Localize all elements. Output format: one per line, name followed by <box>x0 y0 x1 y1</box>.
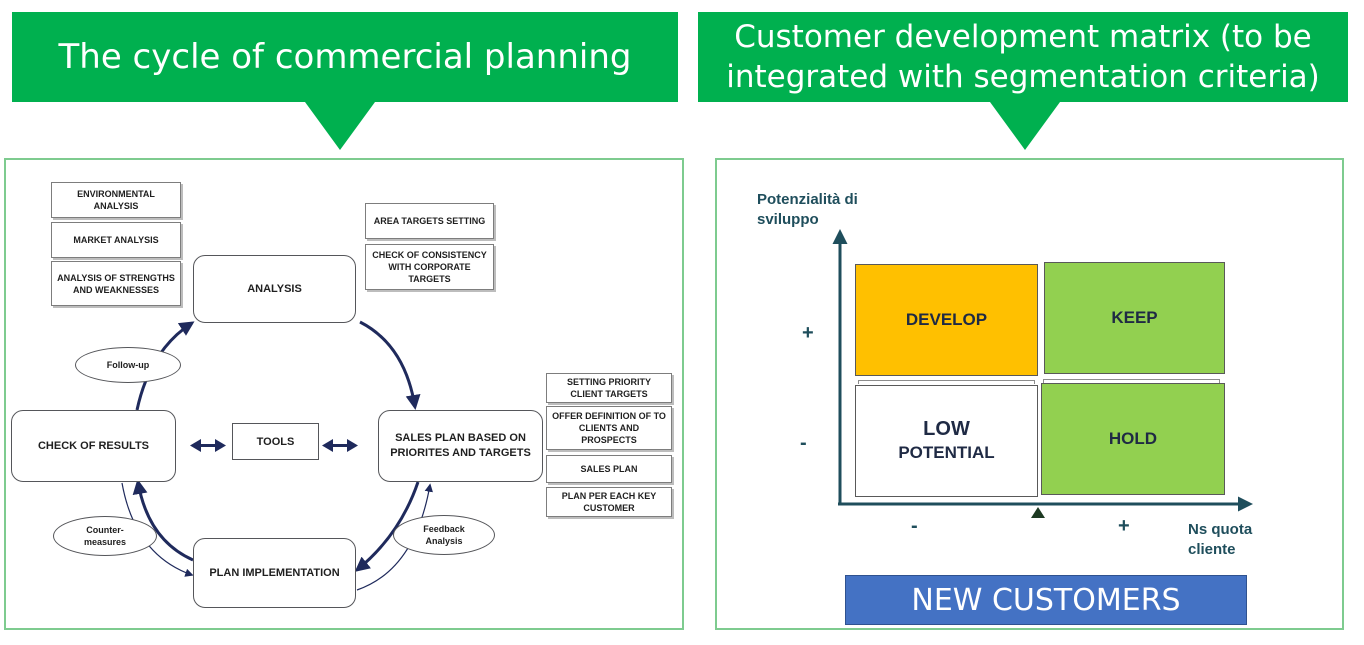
counter-measures-oval: Counter-measures <box>53 516 157 556</box>
arrow-feedback <box>356 483 433 591</box>
area-targets-box: AREA TARGETS SETTING <box>365 203 494 239</box>
double-arrow-icon <box>322 439 358 452</box>
down-arrow-icon <box>305 102 375 150</box>
priority-targets-box: SETTING PRIORITY CLIENT TARGETS <box>546 373 672 403</box>
x-plus-sign: + <box>1118 515 1130 537</box>
x-axis-label: Ns quota cliente <box>1188 521 1253 558</box>
sales-plan-node: SALES PLAN BASED ON PRIORITES AND TARGET… <box>378 410 543 482</box>
analysis-node: ANALYSIS <box>193 255 356 323</box>
key-customer-plan-box: PLAN PER EACH KEY CUSTOMER <box>546 487 672 517</box>
right-title: Customer development matrix (to be integ… <box>726 19 1320 95</box>
offer-definition-box: OFFER DEFINITION OF TO CLIENTS AND PROSP… <box>546 406 672 450</box>
keep-quadrant: KEEP <box>1044 262 1225 374</box>
develop-quadrant: DEVELOP <box>855 264 1038 376</box>
plan-implementation-node: PLAN IMPLEMENTATION <box>193 538 356 608</box>
y-plus-sign: + <box>802 322 814 344</box>
arrow-analysis-to-sales-plan <box>359 320 421 410</box>
x-minus-sign: - <box>911 515 918 537</box>
left-title: The cycle of commercial planning <box>58 37 632 77</box>
new-customers-box: NEW CUSTOMERS <box>845 575 1247 625</box>
right-title-banner: Customer development matrix (to be integ… <box>698 12 1348 102</box>
tools-box: TOOLS <box>232 423 319 460</box>
market-analysis-box: MARKET ANALYSIS <box>51 222 181 258</box>
double-arrow-icon <box>190 439 226 452</box>
arrow-implementation-to-check <box>132 479 194 562</box>
follow-up-oval: Follow-up <box>75 347 181 383</box>
quadrant-divider <box>1043 379 1220 383</box>
left-title-banner: The cycle of commercial planning <box>12 12 678 102</box>
y-minus-sign: - <box>800 432 807 454</box>
down-arrow-icon <box>990 102 1060 150</box>
environmental-analysis-box: ENVIRONMENTAL ANALYSIS <box>51 182 181 218</box>
axis-marker-icon <box>1031 507 1045 518</box>
sales-plan-box: SALES PLAN <box>546 455 672 483</box>
hold-quadrant: HOLD <box>1041 383 1225 495</box>
feedback-analysis-oval: Feedback Analysis <box>393 515 495 555</box>
low-potential-quadrant: LOW POTENTIAL <box>855 385 1038 497</box>
quadrant-divider <box>858 380 1035 384</box>
check-results-node: CHECK OF RESULTS <box>11 410 176 482</box>
strengths-weaknesses-box: ANALYSIS OF STRENGTHS AND WEAKNESSES <box>51 261 181 306</box>
consistency-check-box: CHECK OF CONSISTENCY WITH CORPORATE TARG… <box>365 244 494 290</box>
y-axis-label: Potenzialità di sviluppo <box>757 191 858 228</box>
